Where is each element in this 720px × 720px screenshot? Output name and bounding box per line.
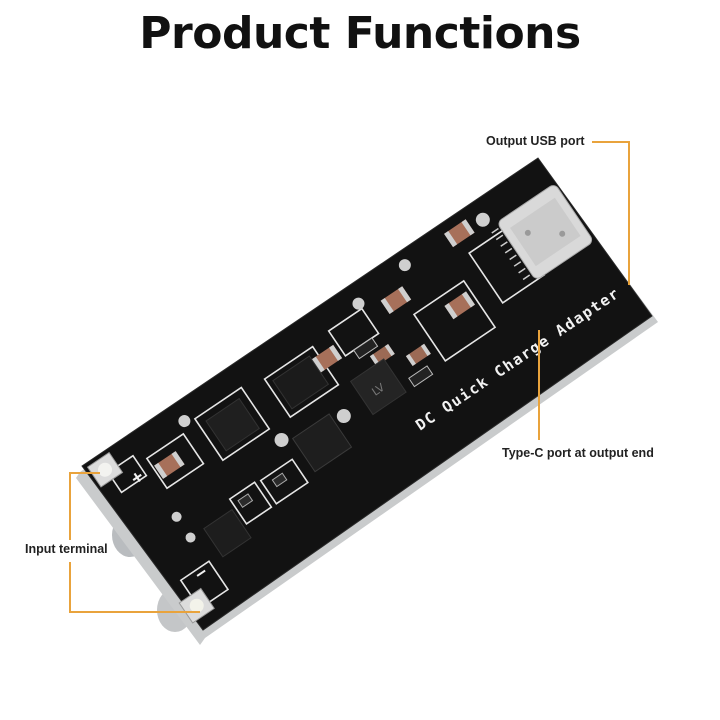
callout-type-c-port: Type-C port at output end (502, 446, 654, 460)
callout-line-output-usb (592, 141, 630, 285)
callout-line-input-top (69, 472, 100, 540)
vias (171, 212, 490, 543)
ic-chip-sw3518 (291, 413, 353, 473)
ic-chip (272, 355, 330, 410)
callout-input-terminal: Input terminal (25, 542, 108, 556)
usb-type-c-port (491, 185, 593, 281)
ic-chip (205, 397, 260, 452)
page-title: Product Functions (139, 8, 581, 59)
ic-chip (203, 508, 252, 558)
callout-output-usb-port: Output USB port (486, 134, 585, 148)
inductor (349, 358, 407, 416)
smd-capacitors (154, 219, 475, 479)
callout-lines (69, 141, 630, 613)
smd-resistors (237, 337, 434, 508)
callout-line-input-bottom (69, 562, 200, 613)
